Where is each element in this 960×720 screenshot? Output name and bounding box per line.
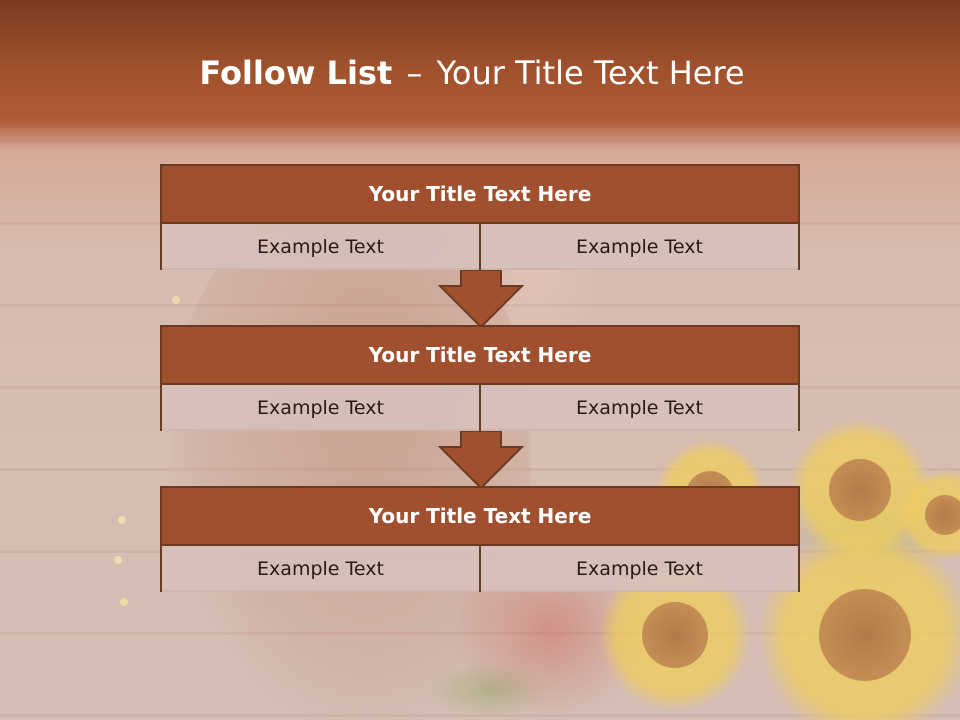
slide-title-separator: – [406,54,423,92]
list-block-cell-right: Example Text [479,546,798,592]
list-block-cell-left: Example Text [162,224,479,270]
list-block: Your Title Text Here Example Text Exampl… [160,325,800,431]
list-block-cell-right: Example Text [479,224,798,270]
bokeh-light [172,296,180,304]
list-block-cell-right: Example Text [479,385,798,431]
slide-title: Follow List – Your Title Text Here [0,54,944,92]
photo-leaf [430,660,550,720]
list-block-row: Example Text Example Text [162,385,798,431]
list-block-title: Your Title Text Here [162,488,798,546]
list-block-cell-left: Example Text [162,546,479,592]
list-block-title: Your Title Text Here [162,166,798,224]
slide-title-rest: Your Title Text Here [436,54,745,92]
list-block-cell-left: Example Text [162,385,479,431]
bokeh-light [120,598,128,606]
bokeh-light [118,516,126,524]
bokeh-light [114,556,122,564]
list-block-row: Example Text Example Text [162,546,798,592]
down-arrow-icon [438,270,524,328]
list-block: Your Title Text Here Example Text Exampl… [160,486,800,592]
slide-title-bold: Follow List [199,54,393,92]
list-block: Your Title Text Here Example Text Exampl… [160,164,800,270]
list-block-row: Example Text Example Text [162,224,798,270]
list-block-title: Your Title Text Here [162,327,798,385]
down-arrow-icon [438,431,524,489]
